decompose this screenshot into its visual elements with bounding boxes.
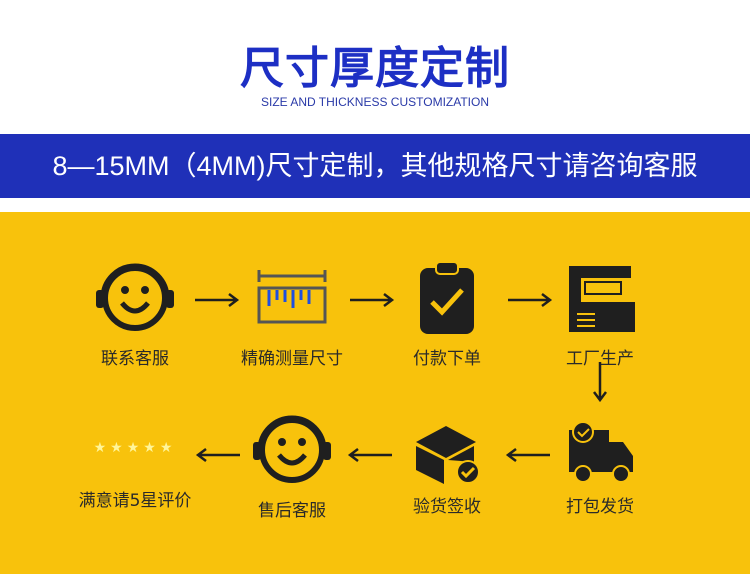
step-receive: 验货签收 (372, 416, 522, 517)
info-banner: 8—15MM（4MM)尺寸定制，其他规格尺寸请咨询客服 (0, 134, 750, 198)
arrow-left-icon (195, 448, 240, 462)
arrow-right-icon (350, 293, 395, 307)
step-factory: 工厂生产 (525, 258, 675, 369)
step-contact-service: 联系客服 (60, 258, 210, 369)
arrow-down-icon (593, 362, 607, 403)
headset-smile-icon (253, 415, 331, 483)
step-label: 联系客服 (101, 349, 169, 369)
step-label: 工厂生产 (566, 349, 634, 369)
page-title: 尺寸厚度定制 (240, 43, 510, 94)
step-shipping: 打包发货 (525, 416, 675, 517)
arrow-left-icon (505, 448, 550, 462)
factory-machine-icon (569, 266, 635, 332)
banner-text: 8—15MM（4MM)尺寸定制，其他规格尺寸请咨询客服 (52, 151, 698, 181)
step-label: 售后客服 (258, 501, 326, 521)
ruler-icon (257, 270, 327, 324)
page-subtitle: SIZE AND THICKNESS CUSTOMIZATION (260, 95, 490, 109)
headset-smile-icon (96, 263, 174, 331)
step-label: 验货签收 (413, 497, 481, 517)
arrow-left-icon (347, 448, 392, 462)
step-measure: 精确测量尺寸 (217, 258, 367, 369)
step-label: 精确测量尺寸 (241, 349, 343, 369)
delivery-truck-icon (569, 421, 633, 483)
step-payment: 付款下单 (372, 258, 522, 369)
five-stars-icon: ★★★★★ (93, 440, 177, 456)
box-check-icon (416, 426, 480, 484)
step-label: 付款下单 (413, 349, 481, 369)
step-label: 打包发货 (566, 497, 634, 517)
arrow-right-icon (508, 293, 553, 307)
arrow-right-icon (195, 293, 240, 307)
step-label: 满意请5星评价 (78, 491, 192, 511)
clipboard-check-icon (420, 261, 474, 334)
step-after-sales: 售后客服 (217, 410, 367, 521)
step-rating: ★★★★★ 满意请5星评价 (55, 440, 215, 511)
